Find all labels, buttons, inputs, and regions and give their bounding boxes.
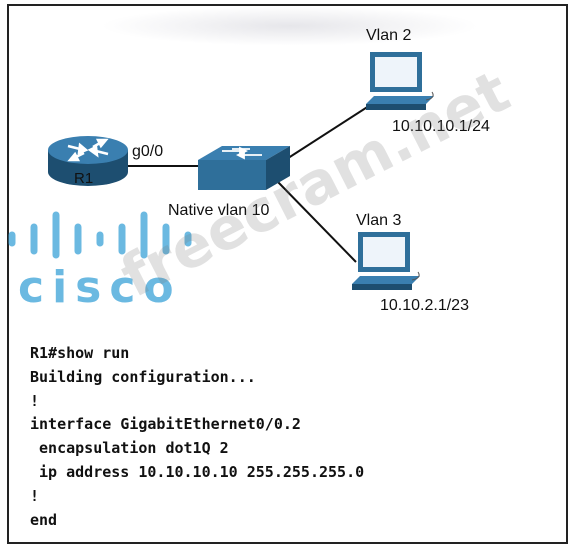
pc-top-ip-label: 10.10.10.1/24	[392, 118, 490, 135]
config-line: encapsulation dot1Q 2	[30, 439, 229, 458]
config-line: Building configuration...	[30, 367, 256, 386]
native-vlan-label: Native vlan 10	[168, 202, 270, 219]
config-line: !	[30, 486, 40, 505]
top-shadow	[100, 6, 480, 46]
config-output: R1#show run Building configuration... ! …	[30, 342, 364, 532]
link-switch-pc-bottom	[277, 181, 357, 263]
config-line: end	[30, 510, 58, 529]
pc-icon-top	[366, 52, 434, 110]
switch-icon	[198, 146, 290, 190]
config-line: ip address 10.10.10.10 255.255.255.0	[30, 462, 365, 481]
router-port-label: g0/0	[132, 143, 164, 160]
router-label: R1	[74, 170, 94, 187]
cisco-logo-text: cisco	[18, 262, 182, 313]
config-line: !	[30, 391, 40, 410]
pc-top-vlan-label: Vlan 2	[366, 27, 412, 44]
config-line: interface GigabitEthernet0/0.2	[30, 415, 301, 434]
figure-frame	[7, 4, 568, 544]
config-line: R1#show run	[30, 344, 130, 362]
pc-icon-bottom	[352, 232, 420, 290]
link-switch-pc-top	[281, 103, 373, 163]
cisco-logo	[8, 211, 192, 259]
pc-bottom-vlan-label: Vlan 3	[356, 212, 402, 229]
pc-bottom-ip-label: 10.10.2.1/23	[380, 297, 469, 314]
router-icon	[48, 136, 128, 186]
